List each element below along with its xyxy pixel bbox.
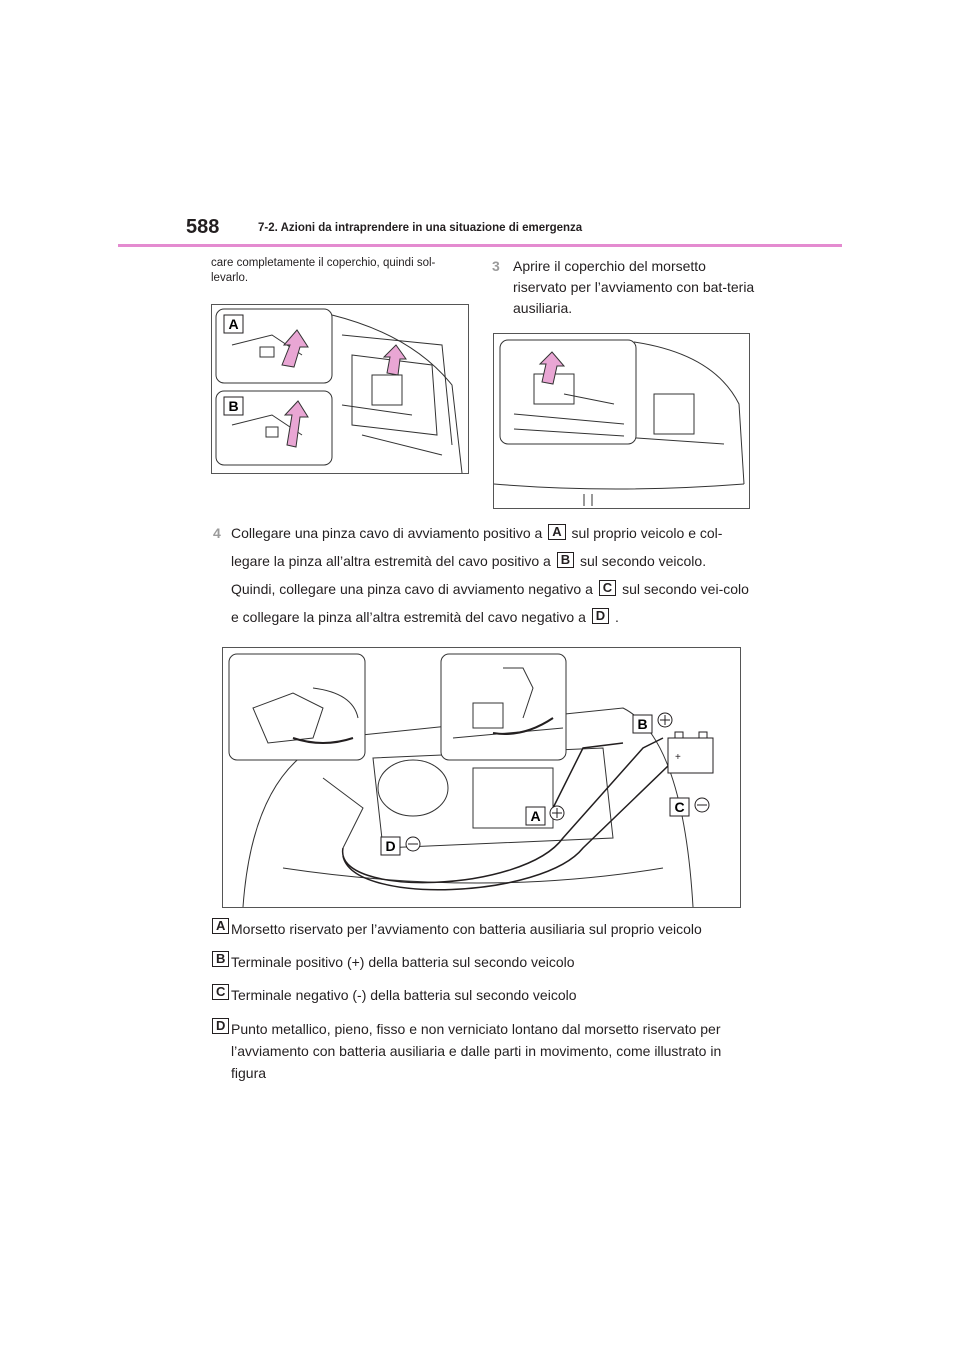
step-text-part: Collegare una pinza cavo di avviamento p… <box>231 525 543 541</box>
step-text-part: sul secondo vei-colo e collegare la pinz… <box>231 581 749 625</box>
continuation-text: care completamente il coperchio, quindi … <box>211 257 436 284</box>
figure-terminal-cover <box>493 333 750 509</box>
step-text: Aprire il coperchio del morsetto riserva… <box>513 258 755 316</box>
legend-label: B <box>212 951 230 967</box>
label-a: A <box>530 808 540 824</box>
minus-icon <box>694 797 710 813</box>
arrow-icon <box>281 329 309 368</box>
legend-text: Terminale negativo (-) della batteria su… <box>231 987 577 1003</box>
section-title: 7-2. Azioni da intraprendere in una situ… <box>258 222 583 234</box>
figure-cover-removal: A B <box>211 304 469 474</box>
label-a: A <box>548 524 566 540</box>
legend-item: D Punto metallico, pieno, fisso e non ve… <box>212 1018 752 1084</box>
label-c: C <box>674 799 684 815</box>
legend-text: Terminale positivo (+) della batteria su… <box>231 954 575 970</box>
step-4: 4 Collegare una pinza cavo di avviamento… <box>213 519 753 631</box>
legend-item: C Terminale negativo (-) della batteria … <box>212 984 752 1006</box>
curved-arrow-icon <box>492 717 554 735</box>
label-b: B <box>556 552 575 568</box>
plus-icon <box>549 805 565 821</box>
step-text-part: sul proprio veicolo e col-legare la pinz… <box>231 525 723 569</box>
battery-icon: + <box>667 731 714 774</box>
label-b: B <box>637 716 647 732</box>
step-number: 3 <box>492 258 500 274</box>
arrow-icon <box>382 344 407 376</box>
page-number: 588 <box>186 216 220 238</box>
arrow-icon <box>283 400 309 448</box>
label-b: B <box>228 398 238 414</box>
legend-label: C <box>212 984 230 1000</box>
terminal-illustration <box>494 339 745 506</box>
label-a: A <box>228 316 238 332</box>
legend-label: D <box>212 1018 230 1034</box>
engine-illustration: A B <box>215 308 463 473</box>
jump-start-illustration: + B C A D <box>228 653 714 907</box>
svg-text:+: + <box>675 752 681 763</box>
legend-text: Punto metallico, pieno, fisso e non vern… <box>231 1021 722 1081</box>
legend-item: A Morsetto riservato per l’avviamento co… <box>212 918 752 940</box>
plus-icon <box>657 712 673 728</box>
legend-label: A <box>212 918 230 934</box>
label-d: D <box>385 838 395 854</box>
header-rule <box>118 244 842 247</box>
step-text-part: sul secondo veicolo. Quindi, collegare u… <box>231 553 707 597</box>
step-text-part: . <box>615 609 619 625</box>
label-c: C <box>598 580 617 596</box>
legend-item: B Terminale positivo (+) della batteria … <box>212 951 752 973</box>
curved-arrow-icon <box>292 737 354 744</box>
arrow-icon <box>538 351 566 385</box>
legend-text: Morsetto riservato per l’avviamento con … <box>231 921 702 937</box>
step-text: Collegare una pinza cavo di avviamento p… <box>213 519 753 631</box>
minus-icon <box>405 836 421 852</box>
figure-jump-connection: + B C A D <box>222 647 741 908</box>
step-3: 3 Aprire il coperchio del morsetto riser… <box>492 256 755 319</box>
label-d: D <box>591 608 610 624</box>
step-number: 4 <box>213 525 221 541</box>
